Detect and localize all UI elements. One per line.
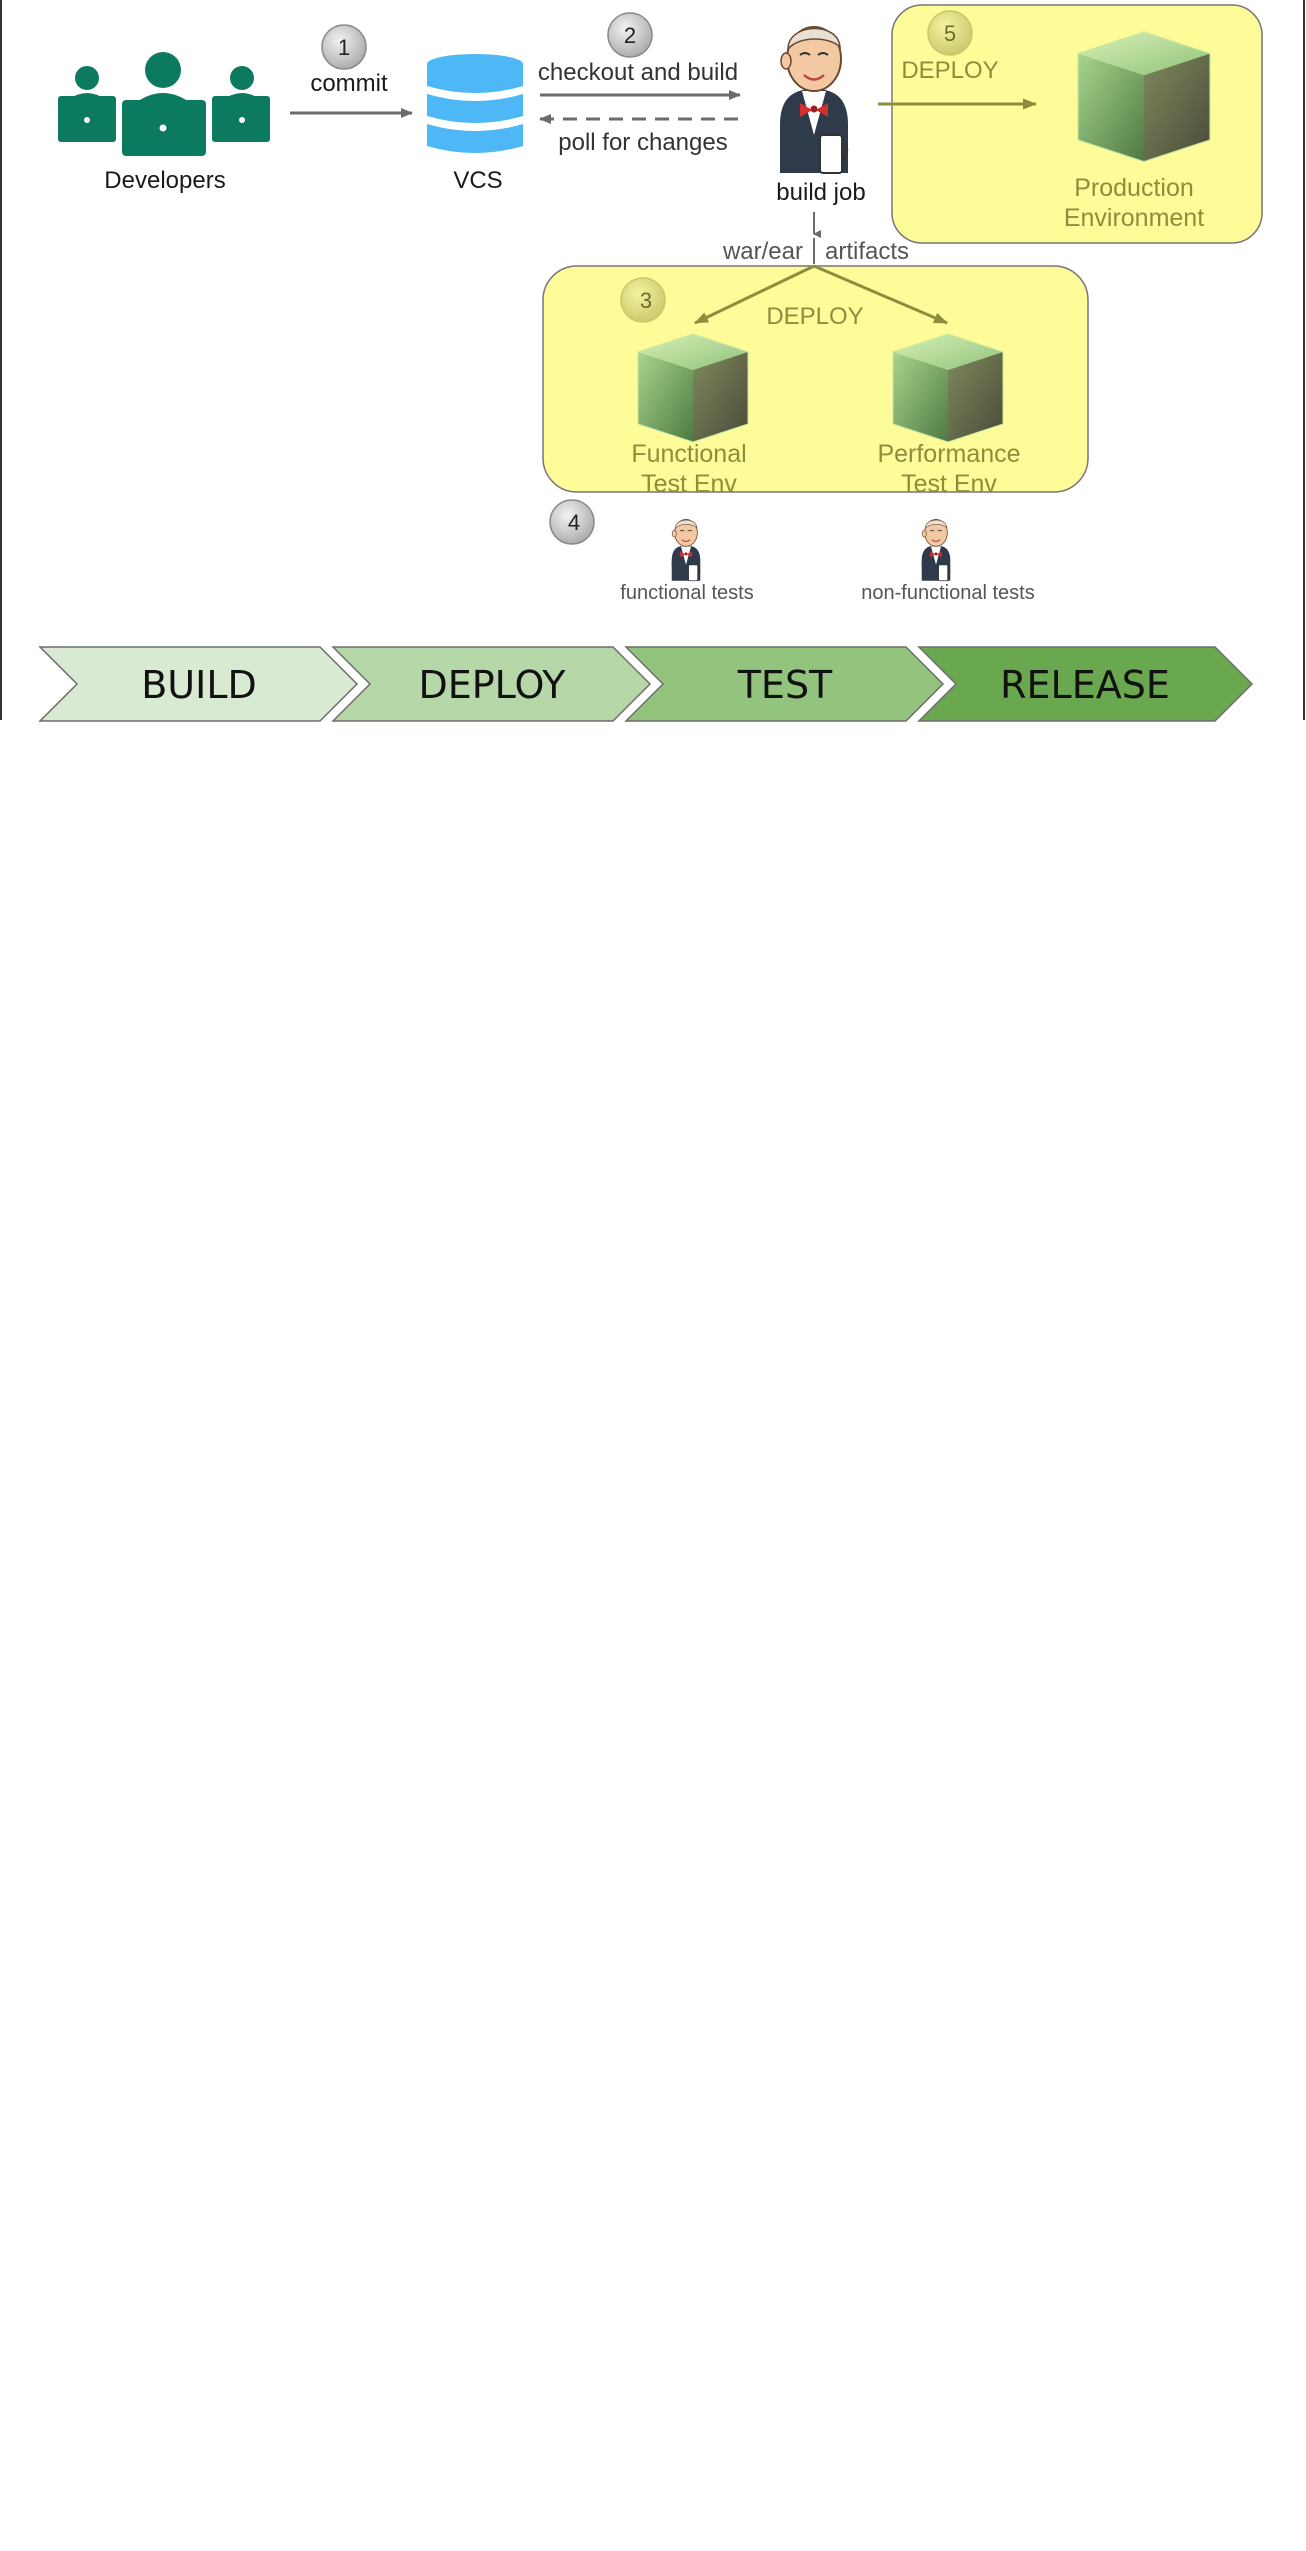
svg-text:1: 1 <box>338 35 350 60</box>
poll-for-changes-label: poll for changes <box>558 129 727 156</box>
svg-text:2: 2 <box>624 23 636 48</box>
artifacts-label: artifacts <box>825 238 909 265</box>
svg-text:5: 5 <box>944 21 956 46</box>
stage-release-label: RELEASE <box>1000 663 1170 707</box>
war-ear-label: war/ear <box>722 238 803 265</box>
functional-env-label-line2: Test Env <box>641 470 737 498</box>
build-job-label: build job <box>776 179 865 206</box>
developers-label: Developers <box>104 167 225 194</box>
deploy-prod-label: DEPLOY <box>901 57 998 84</box>
commit-label: commit <box>310 70 388 97</box>
performance-env-label-line1: Performance <box>877 440 1020 468</box>
stage-build: BUILD <box>38 646 359 722</box>
functional-tests-jenkins-icon <box>671 518 701 582</box>
performance-server-cube-icon <box>892 333 1004 443</box>
checkout-and-build-label: checkout and build <box>538 59 738 86</box>
svg-text:4: 4 <box>568 510 580 535</box>
functional-env-label-line1: Functional <box>631 440 746 468</box>
stage-test-label: TEST <box>737 663 833 707</box>
deploy-performance-arrow <box>813 264 948 325</box>
svg-text:3: 3 <box>640 288 652 313</box>
production-env-label-line2: Environment <box>1064 204 1204 232</box>
step-5-badge: 5 <box>927 10 973 56</box>
step-3-badge: 3 <box>620 277 666 323</box>
step-1-badge: 1 <box>321 24 367 70</box>
performance-env-label-line2: Test Env <box>901 470 997 498</box>
vcs-database-icon <box>427 54 523 153</box>
production-server-cube-icon <box>1077 31 1211 163</box>
functional-server-cube-icon <box>637 333 749 443</box>
functional-tests-label: functional tests <box>620 582 753 604</box>
non-functional-tests-jenkins-icon <box>921 518 951 582</box>
non-functional-tests-label: non-functional tests <box>861 582 1034 604</box>
stage-deploy: DEPLOY <box>331 646 652 722</box>
stage-release: RELEASE <box>917 646 1254 722</box>
step-4-badge: 4 <box>549 499 595 545</box>
vcs-label: VCS <box>453 167 502 194</box>
stage-test: TEST <box>624 646 945 722</box>
deploy-test-label: DEPLOY <box>766 303 863 330</box>
developers-icon <box>58 52 270 156</box>
production-env-label-line1: Production <box>1074 174 1194 202</box>
stage-build-label: BUILD <box>141 663 257 707</box>
deploy-functional-arrow <box>694 264 815 325</box>
jenkins-butler-icon <box>778 25 850 175</box>
pipeline-stages: BUILD DEPLOY TEST RELEASE <box>38 646 1254 722</box>
stage-deploy-label: DEPLOY <box>418 663 566 707</box>
step-2-badge: 2 <box>607 12 653 58</box>
